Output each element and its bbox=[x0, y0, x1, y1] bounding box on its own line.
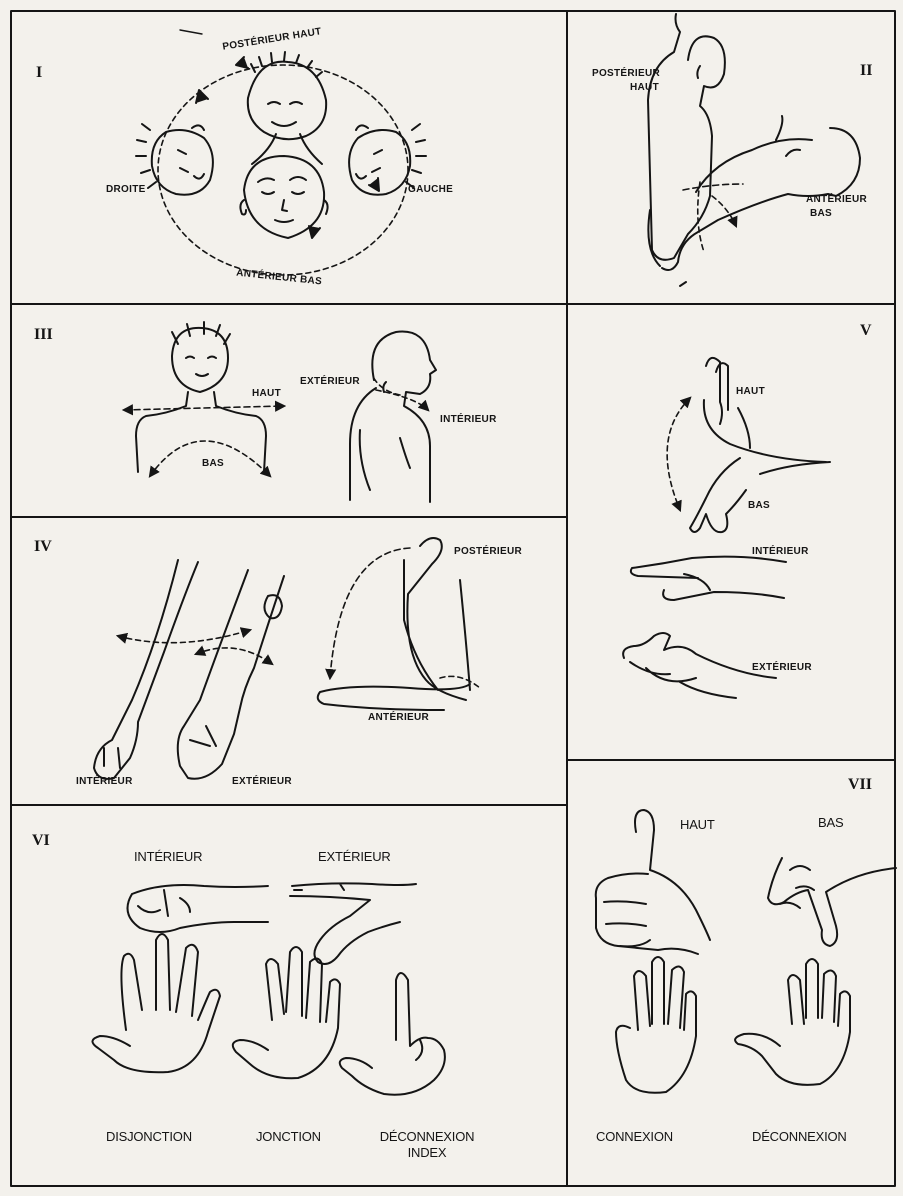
panel-ii-number: II bbox=[860, 62, 872, 80]
label-posterieur: POSTÉRIEUR bbox=[454, 546, 522, 557]
label-gauche: GAUCHE bbox=[408, 184, 453, 195]
panel-i-border bbox=[11, 11, 567, 304]
label-bas: BAS bbox=[818, 816, 843, 830]
hand-disjunction bbox=[92, 934, 220, 1072]
head-turned-right bbox=[136, 124, 213, 195]
arm-outer bbox=[178, 570, 284, 779]
torso-bent bbox=[662, 116, 860, 270]
panel-vi-figures bbox=[92, 883, 444, 1094]
label-interieur: INTÉRIEUR bbox=[76, 776, 133, 787]
label-jonction: JONCTION bbox=[256, 1130, 321, 1144]
label-deconnexion: DÉCONNEXION bbox=[752, 1130, 847, 1144]
hand-up bbox=[704, 358, 826, 462]
panel-v-border bbox=[567, 304, 895, 760]
panel-iii-border bbox=[11, 304, 567, 517]
head-front-small bbox=[172, 328, 228, 392]
label-anterieur: ANTÉRIEUR bbox=[368, 712, 429, 723]
arm-raised bbox=[318, 538, 470, 710]
head-tilted-back bbox=[248, 52, 326, 164]
label-disjonction: DISJONCTION bbox=[106, 1130, 192, 1144]
label-bas: BAS bbox=[810, 208, 832, 219]
arrow-head-icon bbox=[309, 226, 320, 238]
panel-v-figures bbox=[623, 358, 830, 698]
label-deconnexion: DÉCONNEXION bbox=[372, 1130, 482, 1144]
label-bas: BAS bbox=[748, 500, 770, 511]
panel-vi-number: VI bbox=[32, 832, 50, 850]
label-interieur: INTÉRIEUR bbox=[134, 850, 202, 864]
arm-inner bbox=[94, 560, 198, 779]
panel-ii-figures bbox=[648, 14, 860, 286]
hand-disconnection bbox=[735, 959, 850, 1085]
label-anterior: ANTÉRIEUR bbox=[806, 194, 867, 205]
rotation-path-dashed bbox=[158, 65, 408, 275]
panel-i-figures bbox=[136, 30, 426, 275]
label-droite: DROITE bbox=[106, 184, 146, 195]
head-front bbox=[240, 156, 327, 238]
label-exterieur: EXTÉRIEUR bbox=[232, 776, 292, 787]
panel-v-number: V bbox=[860, 322, 872, 340]
arrow-head-icon bbox=[196, 90, 208, 103]
label-haut: HAUT bbox=[680, 818, 715, 832]
label-bas: BAS bbox=[202, 458, 224, 469]
hand-thumb-in bbox=[128, 885, 269, 932]
panel-vii-border bbox=[567, 760, 895, 1186]
hand-connection bbox=[616, 957, 696, 1093]
label-haut: HAUT bbox=[736, 386, 765, 397]
arrow-head-icon bbox=[236, 57, 248, 68]
hand-index bbox=[340, 973, 445, 1095]
arrow-head-icon bbox=[369, 178, 379, 191]
hand-down bbox=[690, 458, 830, 532]
panel-vii-number: VII bbox=[848, 776, 872, 794]
panel-iv-number: IV bbox=[34, 538, 52, 556]
label-posterior: POSTÉRIEUR bbox=[592, 68, 660, 79]
label-haut: HAUT bbox=[630, 82, 659, 93]
label-exterieur: EXTÉRIEUR bbox=[752, 662, 812, 673]
label-exterieur: EXTÉRIEUR bbox=[318, 850, 391, 864]
panel-iv-figures bbox=[94, 538, 480, 779]
label-index: INDEX bbox=[372, 1146, 482, 1160]
panel-i-number: I bbox=[36, 64, 42, 82]
label-haut: HAUT bbox=[252, 388, 281, 399]
panel-ii-border bbox=[567, 11, 895, 304]
hand-thumb-out bbox=[290, 883, 416, 964]
label-interieur: INTÉRIEUR bbox=[440, 414, 497, 425]
label-interieur: INTÉRIEUR bbox=[752, 546, 809, 557]
panel-vii-figures bbox=[596, 810, 896, 1093]
hand-junction bbox=[233, 947, 340, 1078]
head-side-small bbox=[372, 332, 436, 502]
panel-iii-figures bbox=[124, 322, 436, 502]
label-exterieur: EXTÉRIEUR bbox=[300, 376, 360, 387]
label-connexion: CONNEXION bbox=[596, 1130, 673, 1144]
thumb-down-hand bbox=[768, 858, 896, 946]
hand-flat bbox=[631, 557, 786, 600]
panel-iii-number: III bbox=[34, 326, 53, 344]
